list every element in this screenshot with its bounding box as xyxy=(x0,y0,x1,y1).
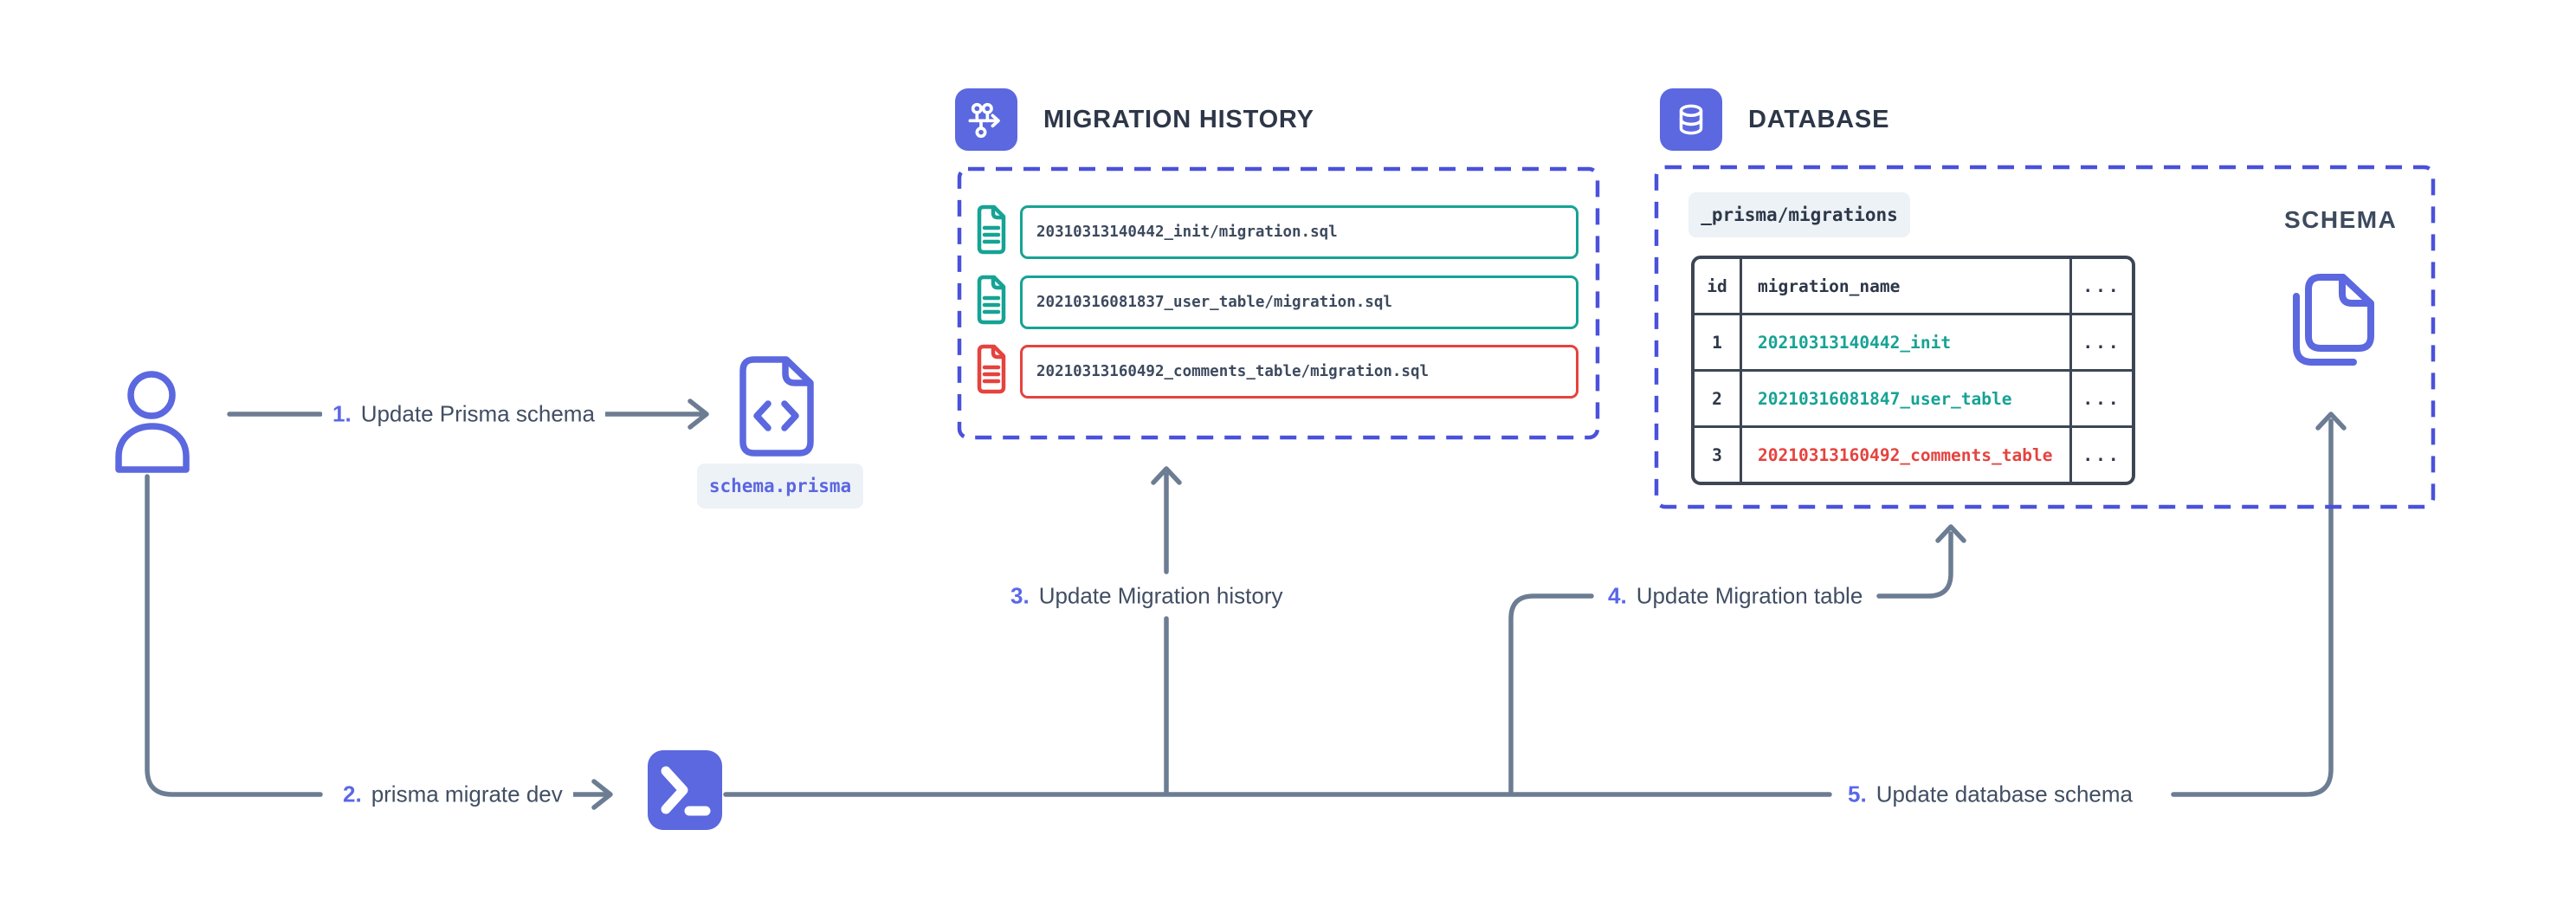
col-id-header: id xyxy=(1695,259,1742,313)
step-4-text: Update Migration table xyxy=(1636,582,1863,609)
file-text-icon xyxy=(976,275,1007,325)
cell-name: 20210316081847_user_table xyxy=(1758,388,2012,409)
step-4-number: 4. xyxy=(1608,582,1627,609)
step-3-text: Update Migration history xyxy=(1038,582,1283,609)
col-more-header: ... xyxy=(2069,259,2132,313)
step-5-number: 5. xyxy=(1848,781,1867,807)
file-text-icon xyxy=(976,344,1007,394)
cell-id: 2 xyxy=(1695,372,1742,425)
cell-more: ... xyxy=(2069,315,2132,369)
arrow-3-head xyxy=(1151,466,1182,485)
arrow-5-head xyxy=(2315,412,2347,431)
git-branch-icon xyxy=(955,88,1017,151)
database-title: DATABASE xyxy=(1748,105,1890,133)
step-2-number: 2. xyxy=(343,781,362,807)
step-1-number: 1. xyxy=(332,400,352,427)
step-5-text: Update database schema xyxy=(1876,781,2133,807)
migration-history-header: MIGRATION HISTORY xyxy=(955,88,1314,151)
step-1-label: 1. Update Prisma schema xyxy=(322,394,605,434)
database-header: DATABASE xyxy=(1660,88,1889,151)
migration-history-title: MIGRATION HISTORY xyxy=(1043,105,1314,133)
table-header-row: id migration_name ... xyxy=(1695,259,2132,315)
cell-more: ... xyxy=(2069,428,2132,482)
migration-history-box-border xyxy=(957,166,1600,440)
database-icon xyxy=(1660,88,1722,151)
cell-name: 20210313140442_init xyxy=(1758,332,1952,353)
step-2-text: prisma migrate dev xyxy=(371,781,563,807)
arrow-4-line2 xyxy=(1876,531,1953,599)
schema-file-label: schema.prisma xyxy=(697,463,863,509)
table-row: 3 20210313160492_comments_table ... xyxy=(1695,428,2132,482)
arrow-4-line xyxy=(1508,593,1594,795)
cell-name: 20210313160492_comments_table xyxy=(1758,444,2053,465)
arrow-2-head xyxy=(591,779,613,810)
migration-entry: 20310313140442_init/migration.sql xyxy=(1020,205,1579,259)
step-3-number: 3. xyxy=(1010,582,1030,609)
user-icon xyxy=(115,371,193,481)
arrow-4-head xyxy=(1935,524,1966,543)
arrow-1-head xyxy=(688,399,709,430)
files-icon xyxy=(2284,270,2381,377)
file-text-icon xyxy=(976,204,1007,255)
schema-label: SCHEMA xyxy=(2284,206,2398,233)
migrations-table-name: _prisma/migrations xyxy=(1688,192,1910,237)
table-row: 2 20210316081847_user_table ... xyxy=(1695,372,2132,428)
cell-id: 3 xyxy=(1695,428,1742,482)
table-row: 1 20210313140442_init ... xyxy=(1695,315,2132,372)
step-3-label: 3. Update Migration history xyxy=(1000,576,1294,616)
terminal-icon xyxy=(648,750,722,830)
step-4-label: 4. Update Migration table xyxy=(1598,576,1874,616)
migration-entry: 20210316081837_user_table/migration.sql xyxy=(1020,275,1579,329)
step-2-label: 2. prisma migrate dev xyxy=(332,775,573,814)
col-name-header: migration_name xyxy=(1758,275,1901,296)
migrations-table: id migration_name ... 1 20210313140442_i… xyxy=(1691,256,2135,485)
arrow-5-line xyxy=(2171,418,2334,797)
code-file-icon xyxy=(736,355,817,462)
step-5-label: 5. Update database schema xyxy=(1837,775,2143,814)
cell-id: 1 xyxy=(1695,315,1742,369)
cell-more: ... xyxy=(2069,372,2132,425)
migration-entry: 20210313160492_comments_table/migration.… xyxy=(1020,345,1579,399)
step-1-text: Update Prisma schema xyxy=(360,400,595,427)
arrow-2-line xyxy=(145,474,323,797)
